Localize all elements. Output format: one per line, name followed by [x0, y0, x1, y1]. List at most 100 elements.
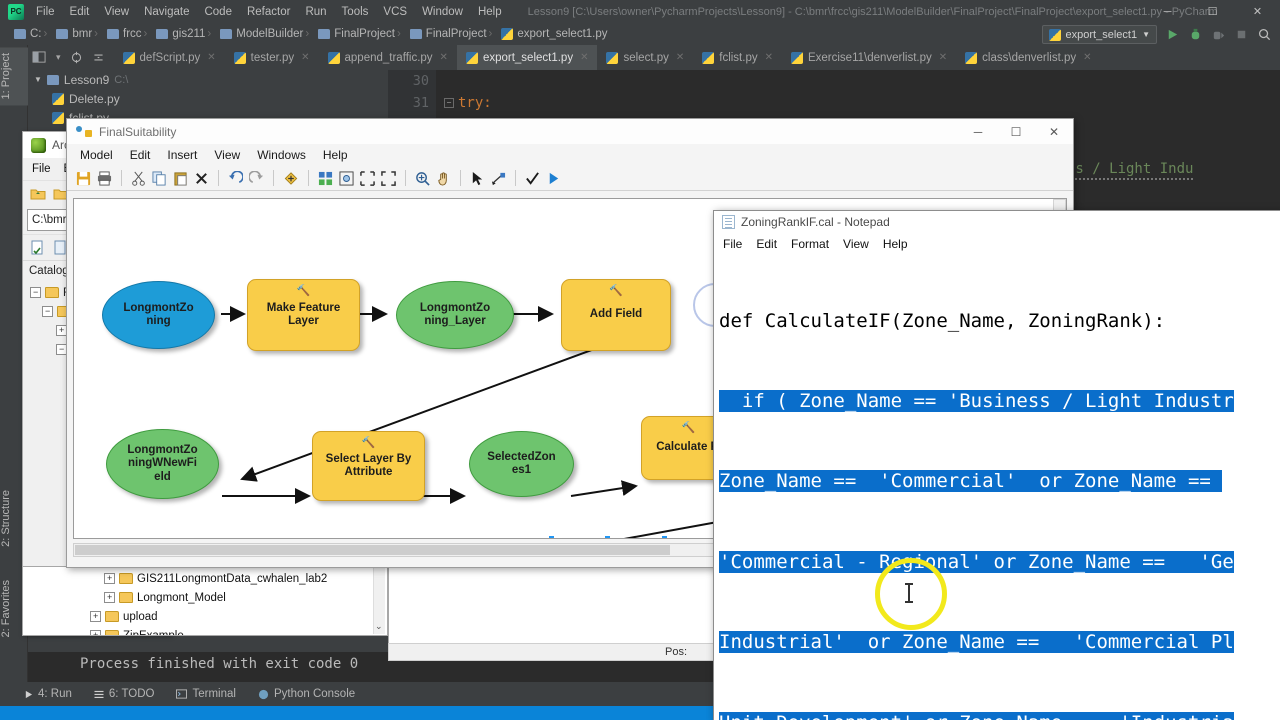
expander-icon[interactable]: +: [90, 611, 101, 622]
connect-icon[interactable]: [491, 171, 506, 186]
close-icon[interactable]: ✕: [301, 52, 310, 63]
status-run-tab[interactable]: 4: Run: [24, 688, 72, 700]
close-icon[interactable]: ✕: [675, 52, 685, 63]
tree-node-upload[interactable]: +upload: [28, 607, 387, 626]
tree-node-delete-py[interactable]: Delete.py: [28, 89, 388, 108]
copy-icon[interactable]: [152, 170, 167, 186]
tree-node-lesson9[interactable]: ▼ Lesson9 C:\: [28, 70, 388, 89]
tab-select[interactable]: select.py✕: [597, 45, 693, 70]
add-data-icon[interactable]: [283, 171, 299, 186]
expander-icon[interactable]: −: [42, 306, 53, 317]
select-icon[interactable]: [470, 171, 485, 186]
cut-icon[interactable]: [131, 171, 146, 186]
menu-refactor[interactable]: Refactor: [246, 5, 291, 18]
menu-vcs[interactable]: VCS: [383, 5, 408, 18]
breadcrumb-item-finalproject-2[interactable]: FinalProject: [395, 28, 487, 40]
modelbuilder-toolbar[interactable]: [67, 166, 1073, 191]
notepad-menubar[interactable]: File Edit Format View Help: [714, 233, 1280, 254]
breadcrumb[interactable]: C: bmr frcc gis211 ModelBuilder FinalPro…: [0, 23, 1280, 45]
breadcrumb-item-export-select1[interactable]: export_select1.py: [487, 28, 608, 40]
breadcrumb-item-c[interactable]: C:: [14, 28, 42, 40]
tab-export-select1[interactable]: export_select1.py✕: [456, 45, 598, 70]
model-node-selectedzones1[interactable]: SelectedZon es1: [469, 431, 574, 497]
stop-icon[interactable]: [1234, 27, 1249, 42]
run-model-icon[interactable]: [546, 171, 561, 186]
selection-handle[interactable]: [549, 536, 554, 538]
expander-icon[interactable]: +: [104, 592, 115, 603]
close-icon[interactable]: ✕: [439, 52, 448, 63]
arccatalog-contents-panel[interactable]: [388, 566, 720, 648]
coverage-icon[interactable]: [1211, 27, 1226, 42]
target-icon[interactable]: [70, 51, 83, 64]
sidebar-item-project[interactable]: 1: Project: [0, 47, 28, 106]
maximize-button[interactable]: ☐: [1207, 6, 1218, 18]
run-config-selector[interactable]: export_select1 ▼: [1041, 25, 1157, 44]
selection-handle[interactable]: [662, 536, 667, 538]
redo-icon[interactable]: [249, 170, 264, 186]
close-icon[interactable]: ✕: [764, 52, 773, 63]
tab-fclist[interactable]: fclist.py✕: [693, 45, 782, 70]
search-icon[interactable]: [1257, 27, 1272, 42]
tab-class-denverlist[interactable]: class\denverlist.py✕: [956, 45, 1100, 70]
close-icon[interactable]: ✕: [1083, 52, 1092, 63]
scrollbar-thumb[interactable]: [75, 545, 671, 555]
breadcrumb-item-finalproject-1[interactable]: FinalProject: [303, 28, 395, 40]
breadcrumb-item-gis211[interactable]: gis211: [142, 28, 205, 40]
tab-append-traffic[interactable]: append_traffic.py✕: [319, 45, 457, 70]
arccatalog-tree-lower[interactable]: +GIS211LongmontData_cwhalen_lab2 +Longmo…: [22, 566, 388, 636]
expander-icon[interactable]: +: [104, 573, 115, 584]
undo-icon[interactable]: [228, 170, 243, 186]
menu-view[interactable]: View: [104, 5, 130, 18]
menu-format[interactable]: Format: [791, 236, 830, 251]
collapse-all-icon[interactable]: [92, 51, 105, 64]
breadcrumb-item-modelbuilder[interactable]: ModelBuilder: [205, 28, 303, 40]
expander-icon[interactable]: +: [90, 630, 101, 635]
close-icon[interactable]: ✕: [207, 52, 216, 63]
zoom-to-selection-icon[interactable]: [360, 170, 375, 186]
validate-icon[interactable]: [525, 171, 540, 186]
zoom-in-icon[interactable]: [415, 171, 430, 186]
debug-icon[interactable]: [1188, 27, 1203, 42]
pan-icon[interactable]: [436, 171, 451, 186]
status-terminal-tab[interactable]: Terminal: [176, 688, 236, 700]
model-node-longmontzoning[interactable]: LongmontZo ning: [102, 281, 215, 349]
model-node-make-feature-layer[interactable]: 🔨Make Feature Layer: [247, 279, 360, 351]
menu-file[interactable]: File: [36, 5, 55, 18]
close-icon[interactable]: ✕: [938, 52, 948, 63]
menu-model[interactable]: Model: [80, 148, 113, 162]
tab-toolbar[interactable]: ▾: [28, 51, 114, 64]
copy-document-icon[interactable]: [53, 240, 69, 255]
model-node-add-field[interactable]: 🔨Add Field: [561, 279, 671, 351]
tab-defscript[interactable]: defScript.py✕: [114, 45, 225, 70]
status-python-console-tab[interactable]: Python Console: [258, 688, 355, 700]
close-button[interactable]: ✕: [1048, 124, 1060, 139]
pycharm-menubar[interactable]: File Edit View Navigate Code Refactor Ru…: [36, 6, 502, 18]
tree-scrollbar[interactable]: ⌄: [373, 568, 385, 634]
menu-help[interactable]: Help: [322, 148, 348, 162]
menu-tools[interactable]: Tools: [341, 5, 369, 18]
menu-edit[interactable]: Edit: [69, 5, 90, 18]
menu-navigate[interactable]: Navigate: [144, 5, 190, 18]
expander-icon[interactable]: −: [30, 287, 41, 298]
tree-node-longmont-model[interactable]: +Longmont_Model: [28, 588, 387, 607]
auto-layout-icon[interactable]: [318, 171, 333, 186]
arccatalog-tree[interactable]: − F − + −: [23, 280, 171, 359]
run-configuration-toolbar[interactable]: export_select1 ▼: [1041, 25, 1272, 44]
tab-tester[interactable]: tester.py✕: [225, 45, 319, 70]
save-icon[interactable]: [76, 171, 91, 186]
full-extent-icon[interactable]: [339, 170, 354, 186]
breadcrumb-item-bmr[interactable]: bmr: [42, 28, 92, 40]
maximize-button[interactable]: ☐: [1010, 124, 1022, 139]
print-icon[interactable]: [97, 170, 112, 186]
minimize-button[interactable]: ─: [1163, 5, 1172, 18]
menu-windows[interactable]: Windows: [257, 148, 306, 162]
project-view-icon[interactable]: [32, 51, 47, 64]
model-node-select-layer-by-attribute[interactable]: 🔨Select Layer By Attribute: [312, 431, 425, 501]
status-todo-tab[interactable]: 6: TODO: [94, 688, 154, 700]
tree-node-zipexample[interactable]: +ZipExample: [28, 626, 387, 635]
close-button[interactable]: ✕: [1252, 6, 1263, 18]
menu-insert[interactable]: Insert: [167, 148, 198, 162]
menu-file[interactable]: File: [32, 163, 51, 175]
delete-icon[interactable]: [194, 171, 209, 186]
minimize-button[interactable]: ─: [973, 124, 983, 139]
